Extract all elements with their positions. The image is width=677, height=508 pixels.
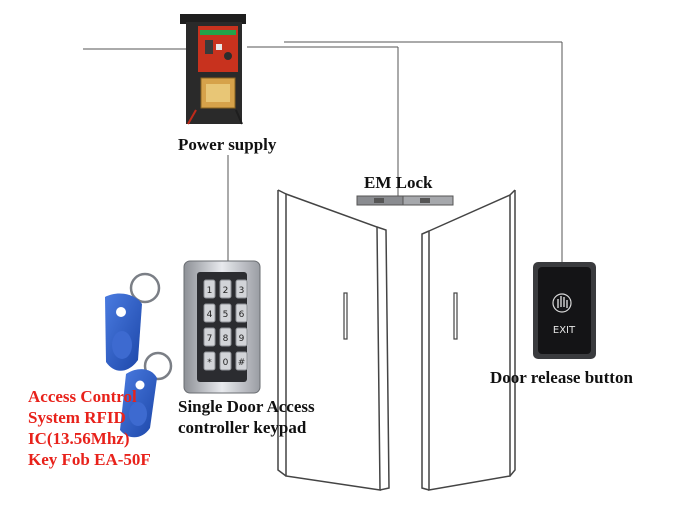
fob-label-line-1: Access Control	[28, 387, 137, 406]
keypad-key-label: 2	[223, 286, 229, 296]
keypad-key	[203, 303, 216, 323]
right-door	[421, 189, 516, 491]
keypad-key-label: 3	[239, 286, 245, 296]
door-release-label: Door release button	[490, 368, 633, 387]
wiring	[83, 41, 563, 262]
keypad-label-line-2: controller keypad	[178, 418, 307, 437]
em-lock-icon	[356, 195, 454, 206]
power-supply-label: Power supply	[178, 135, 277, 154]
exit-button-icon: EXIT	[533, 262, 596, 359]
keypad-key-label: 0	[223, 358, 229, 368]
keypad-key	[235, 279, 248, 299]
keypad-label-line-1: Single Door Access	[178, 397, 315, 416]
keypad-key	[219, 351, 232, 371]
keypad-key-label: 9	[239, 334, 245, 344]
keypad-key	[235, 327, 248, 347]
keypad-key-label: 1	[207, 286, 213, 296]
power-supply-icon	[180, 14, 246, 125]
keypad-key	[219, 279, 232, 299]
keypad-key-label: #	[238, 358, 246, 368]
keypad-key-label: 5	[223, 310, 229, 320]
keypad-key	[203, 351, 216, 371]
fob-label-line-4: Key Fob EA-50F	[28, 450, 151, 469]
exit-text: EXIT	[553, 325, 576, 336]
left-door	[277, 189, 390, 491]
keypad-key-label: *	[207, 358, 212, 368]
fob-label-line-3: IC(13.56Mhz)	[28, 429, 130, 448]
hand-icon	[557, 296, 568, 308]
keypad-key-label: 8	[223, 334, 229, 344]
keypad-key	[219, 303, 232, 323]
keypad-key	[203, 279, 216, 299]
keypad-key-label: 7	[207, 334, 213, 344]
keypad-key	[235, 351, 248, 371]
key-fob-icon-2	[120, 351, 173, 438]
keypad-key	[203, 327, 216, 347]
fob-label-line-2: System RFID	[28, 408, 126, 427]
keypad-key	[235, 303, 248, 323]
keypad-key-label: 6	[239, 310, 245, 320]
keypad-key-label: 4	[207, 310, 213, 320]
keypad-key	[219, 327, 232, 347]
key-fob-icon	[105, 272, 161, 371]
em-lock-label: EM Lock	[364, 173, 433, 192]
